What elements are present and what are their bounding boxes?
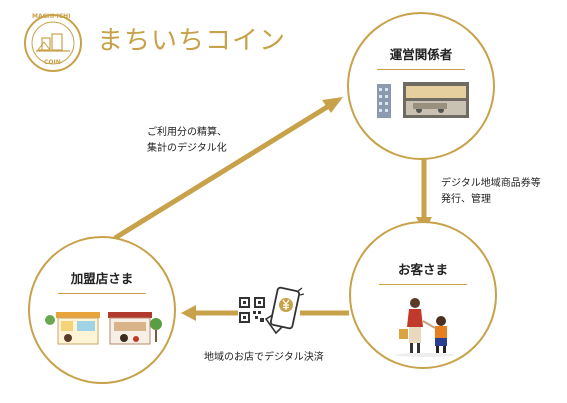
label-store-to-operator-line2: 集計のデジタル化 <box>147 143 227 154</box>
node-customer: お客さま <box>349 221 497 369</box>
node-store: 加盟店さま <box>28 236 176 384</box>
label-operator-to-customer: デジタル地域商品券等 発行、管理 <box>441 176 541 208</box>
building-illustration-icon <box>373 80 473 120</box>
brand-emblem-top: MACHI·ICHI <box>32 13 71 20</box>
node-operator: 運営関係者 <box>347 12 495 160</box>
node-customer-rule <box>379 284 467 285</box>
label-operator-to-customer-line2: 発行、管理 <box>441 194 491 205</box>
brand-emblem-icon: MACHI·ICHI COIN <box>18 12 88 74</box>
node-operator-title: 運営関係者 <box>389 47 453 62</box>
arrow-customer-to-store <box>181 305 349 321</box>
label-operator-to-customer-line1: デジタル地域商品券等 <box>441 178 541 189</box>
node-store-title: 加盟店さま <box>70 271 134 286</box>
mother-child-illustration-icon <box>391 295 461 357</box>
node-store-rule <box>58 293 146 294</box>
qr-code-icon <box>239 297 265 323</box>
arrow-store-to-operator <box>113 97 343 241</box>
node-operator-rule <box>377 69 465 70</box>
brand-title: まちいちコイン <box>97 26 287 56</box>
label-customer-to-store: 地域のお店でデジタル決済 <box>204 352 324 363</box>
phone-yen-icon <box>262 285 306 335</box>
label-store-to-operator: ご利用分の精算、 集計のデジタル化 <box>147 125 227 157</box>
brand-emblem-bottom: COIN <box>44 59 61 66</box>
label-store-to-operator-line1: ご利用分の精算、 <box>147 127 227 138</box>
node-customer-title: お客さま <box>397 262 448 277</box>
storefront-illustration-icon <box>44 306 164 348</box>
